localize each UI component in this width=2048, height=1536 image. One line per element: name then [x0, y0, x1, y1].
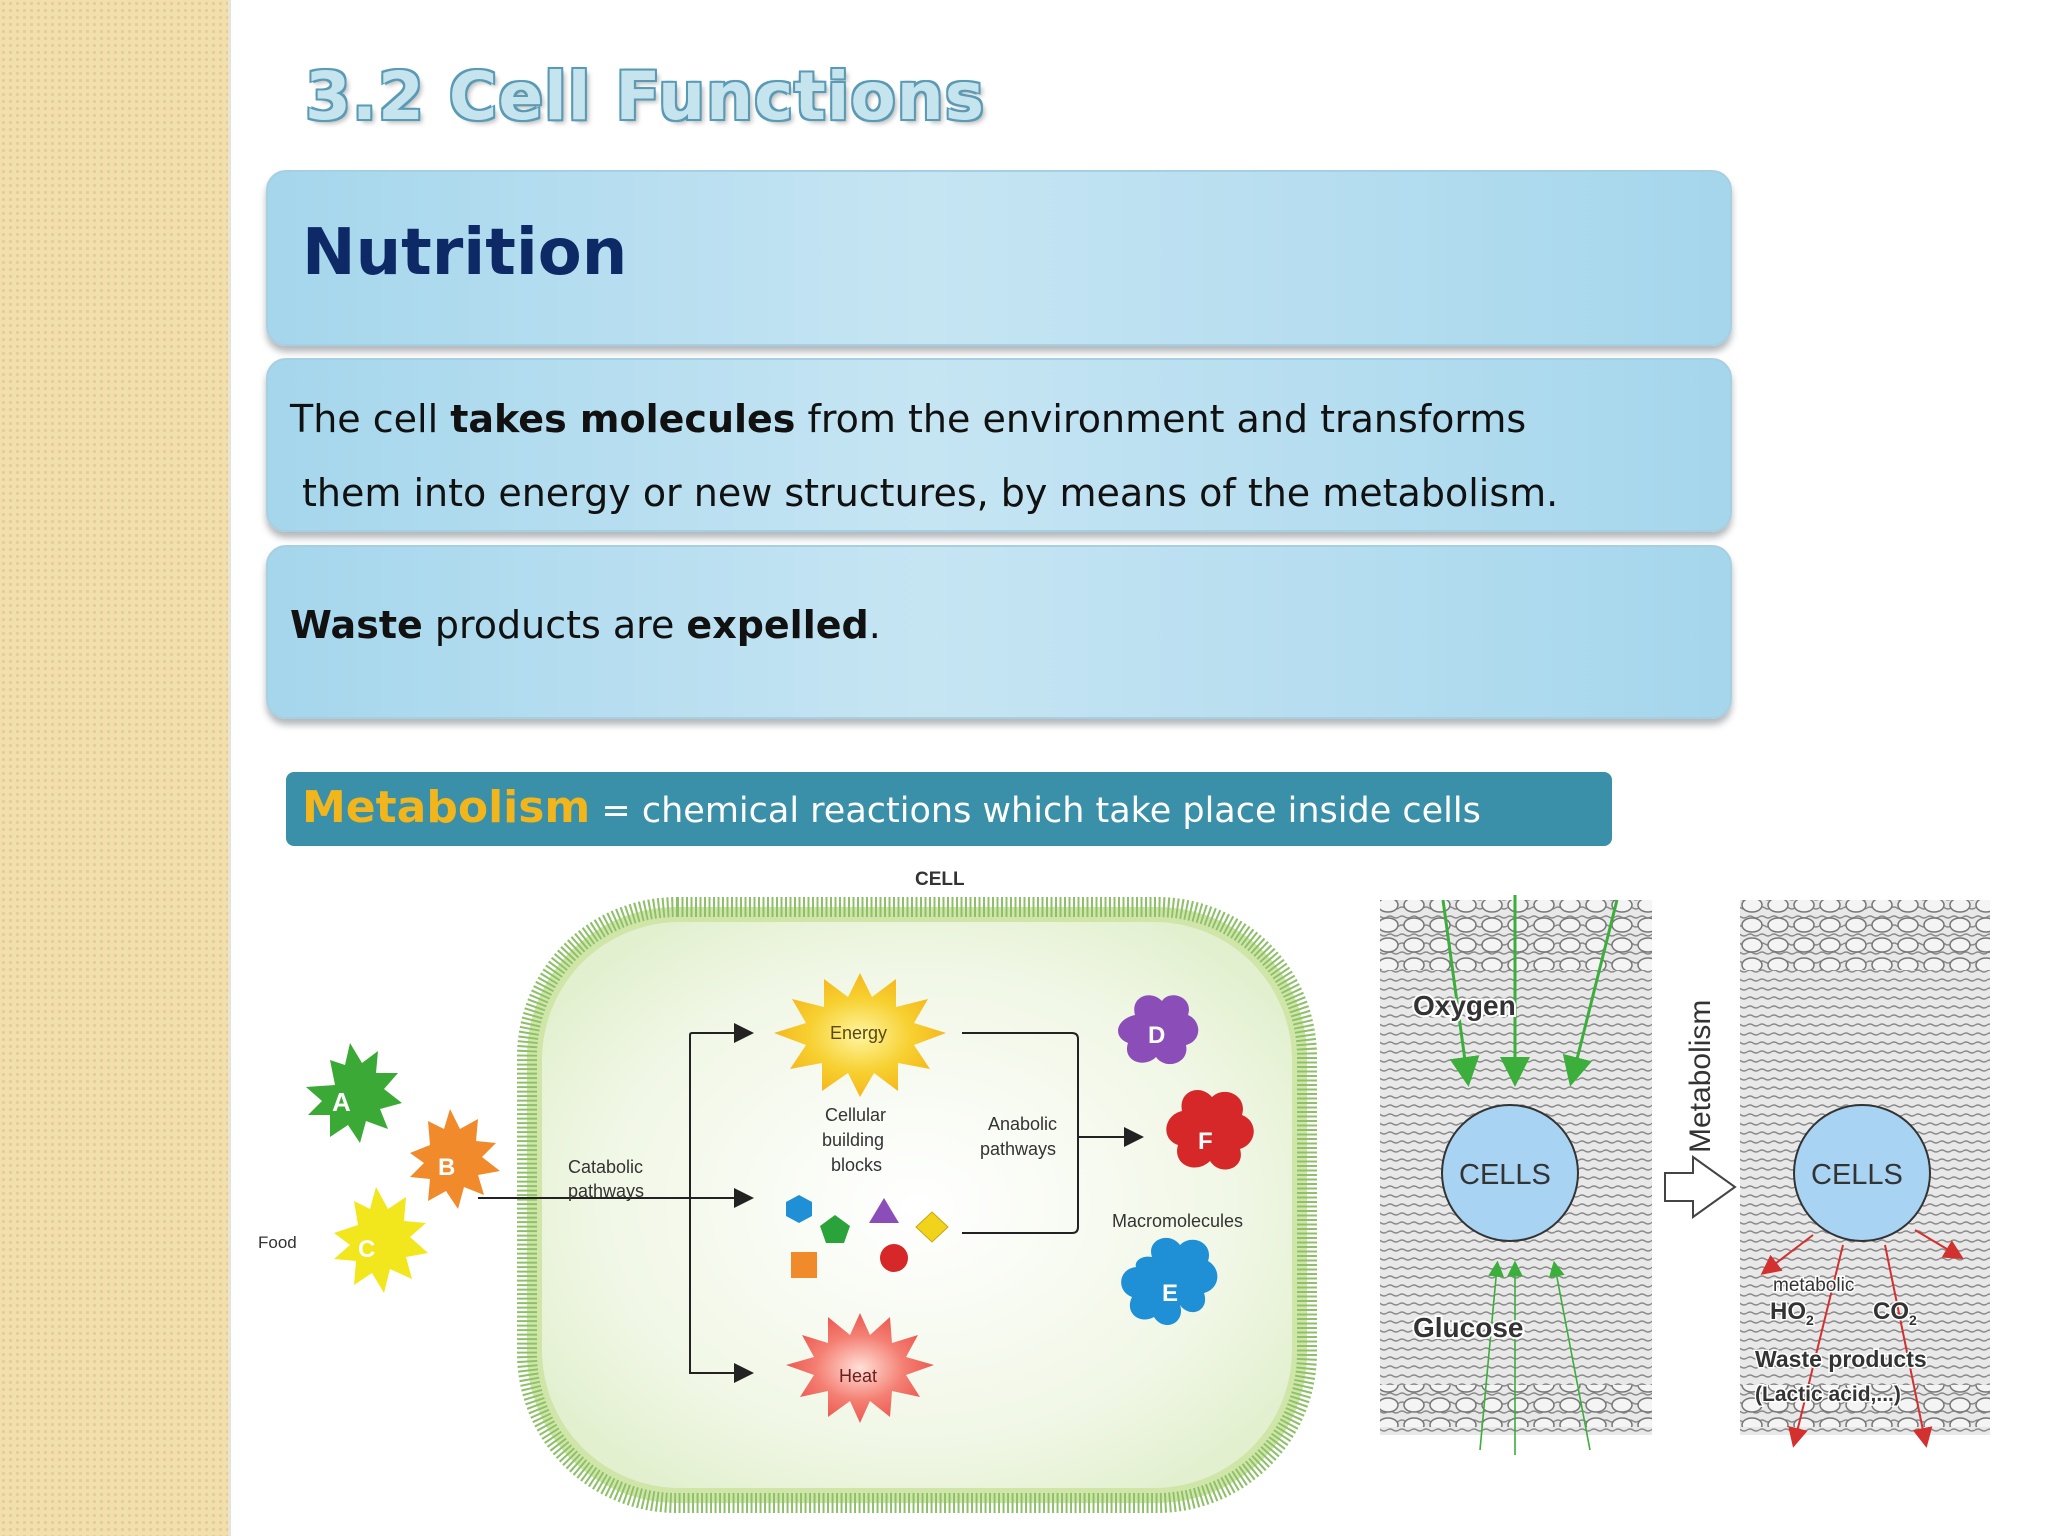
heat-star: Heat: [786, 1313, 934, 1423]
cells-label-after: CELLS: [1811, 1159, 1903, 1191]
waste-bold: Waste: [290, 603, 423, 647]
food-blob-c: C: [334, 1187, 428, 1293]
block-diamond: [915, 1211, 949, 1243]
desc-bold-takes-molecules: takes molecules: [450, 397, 796, 441]
food-a-letter: A: [332, 1087, 351, 1117]
anabolic-bracket: [962, 1032, 1079, 1234]
catabolic-label-1: Catabolic: [568, 1157, 643, 1177]
waste-arrow-3: [1884, 1244, 1933, 1448]
expelled-bold: expelled: [686, 603, 869, 647]
oxygen-arrow-3: [1562, 899, 1619, 1087]
waste-arrow-1: [1760, 1234, 1814, 1275]
food-b-letter: B: [438, 1154, 455, 1181]
macro-f-letter: F: [1198, 1128, 1213, 1155]
ho2-label: HO2: [1770, 1298, 1814, 1328]
description-text: The cell takes molecules from the enviro…: [290, 382, 1558, 530]
oxygen-label: Oxygen: [1413, 990, 1516, 1021]
oxygen-arrow-1: [1441, 899, 1480, 1087]
energy-star: Energy: [774, 973, 946, 1097]
waste-part2: .: [868, 603, 881, 647]
waste-arrow-2: [1788, 1244, 1844, 1448]
side-strip-edge: [228, 0, 231, 1536]
catabolic-arrow-energy: [689, 1023, 754, 1198]
cell-metabolism-diagram: CELL A B C Food Catabolic pathways Energ…: [258, 869, 1317, 1513]
glucose-arrow-1: [1479, 1260, 1505, 1451]
desc-part1: The cell: [290, 397, 451, 441]
food-c-letter: C: [358, 1236, 375, 1263]
block-hexagon: [786, 1195, 812, 1223]
glucose-label: Glucose: [1413, 1312, 1523, 1343]
metabolism-definition: = chemical reactions which take place in…: [590, 791, 1481, 831]
food-blob-a: A: [306, 1043, 402, 1143]
block-circle: [880, 1244, 908, 1272]
block-square: [791, 1252, 817, 1278]
metabolism-vertical-label: Metabolism: [1684, 1000, 1717, 1153]
cell-label: CELL: [915, 869, 965, 890]
metabolism-definition-banner: Metabolism = chemical reactions which ta…: [286, 772, 1612, 846]
cells-circle-before: [1441, 1104, 1579, 1242]
section-heading: Nutrition: [302, 216, 628, 290]
waste-text: Waste products are expelled.: [290, 603, 881, 647]
cell-interior: [542, 922, 1292, 1488]
desc-line2: them into energy or new structures, by m…: [302, 471, 1559, 515]
metabolic-label: metabolic: [1773, 1275, 1854, 1296]
anabolic-label-2: pathways: [980, 1139, 1056, 1159]
description-panel: The cell takes molecules from the enviro…: [266, 358, 1732, 532]
waste-part1: products are: [422, 603, 687, 647]
heat-label: Heat: [839, 1366, 877, 1386]
macromolecule-d: D: [1118, 995, 1199, 1065]
food-blob-b: B: [410, 1109, 500, 1209]
cell-membrane-pattern: [517, 897, 1317, 1513]
metabolism-arrow-icon: [1664, 1155, 1737, 1219]
anabolic-label-1: Anabolic: [988, 1114, 1057, 1134]
macromolecules-label: Macromolecules: [1112, 1211, 1243, 1231]
page-title: 3.2 Cell Functions: [305, 58, 985, 135]
building-blocks-label-3: blocks: [831, 1155, 882, 1175]
tissue-metabolism-diagram: Oxygen CELLS Glucose Metabolism CELLS me…: [1380, 895, 1990, 1455]
macro-d-letter: D: [1148, 1022, 1165, 1049]
waste-arrow-4: [1914, 1229, 1964, 1260]
building-blocks-label-2: building: [822, 1130, 884, 1150]
food-label: Food: [258, 1233, 297, 1252]
macromolecule-e: E: [1121, 1237, 1218, 1326]
co2-label: CO2: [1873, 1298, 1917, 1328]
macro-e-letter: E: [1162, 1280, 1178, 1307]
waste-panel: Waste products are expelled.: [266, 545, 1732, 719]
block-triangle: [869, 1198, 899, 1223]
glucose-arrow-3: [1548, 1260, 1591, 1451]
lactic-acid-label: (Lactic acid,...): [1755, 1383, 1901, 1406]
nutrition-header-panel: Nutrition: [266, 170, 1732, 346]
desc-part2: from the environment and transforms: [795, 397, 1527, 441]
side-decorative-strip: [0, 0, 228, 1536]
metabolism-term: Metabolism: [302, 782, 591, 833]
cells-circle-after: [1793, 1104, 1931, 1242]
waste-products-label: Waste products: [1755, 1346, 1927, 1372]
cells-label-before: CELLS: [1459, 1159, 1551, 1191]
block-pentagon: [820, 1215, 850, 1243]
building-blocks-label-1: Cellular: [825, 1105, 886, 1125]
macromolecule-f: F: [1166, 1089, 1254, 1170]
energy-label: Energy: [830, 1023, 887, 1043]
catabolic-arrow-heat: [689, 1198, 754, 1383]
catabolic-label-2: pathways: [568, 1181, 644, 1201]
